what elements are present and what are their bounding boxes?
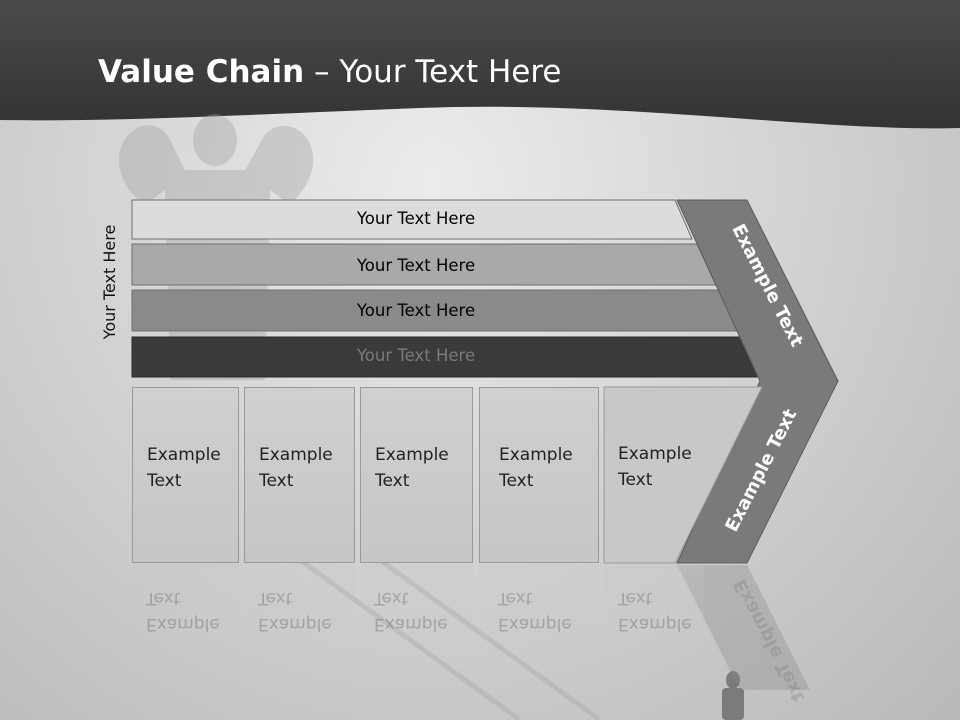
- box-2-refl-line1: Example: [258, 614, 332, 634]
- box-2-reflection: Example Text: [244, 565, 355, 675]
- box-3-reflection: Example Text: [360, 565, 473, 675]
- header-band: [0, 0, 960, 129]
- box-2-line1: Example: [259, 445, 333, 465]
- page-title: Value Chain – Your Text Here: [98, 54, 561, 90]
- box-5-line1: Example: [618, 444, 692, 464]
- box-2-refl-line2: Text: [258, 588, 293, 608]
- box-3-line2: Text: [375, 471, 410, 491]
- box-1-reflection: Example Text: [132, 565, 239, 675]
- bar-1-label: Your Text Here: [356, 209, 476, 228]
- box-4-line1: Example: [499, 445, 573, 465]
- bar-1-shape: [131, 199, 693, 240]
- bar-4-label: Your Text Here: [356, 346, 476, 365]
- box-4-refl-line1: Example: [498, 614, 572, 634]
- box-2-line2: Text: [259, 471, 294, 491]
- box-1-refl-line2: Text: [146, 588, 181, 608]
- box-4-line2: Text: [499, 471, 534, 491]
- box-5-refl-line2: Text: [618, 588, 653, 608]
- bar-2-label: Your Text Here: [356, 256, 476, 275]
- box-5-refl-line1: Example: [618, 614, 692, 634]
- box-4-reflection: Example Text: [479, 565, 599, 675]
- box-4-refl-line2: Text: [498, 588, 533, 608]
- box-5-line2: Text: [618, 470, 653, 490]
- chevron-shape: [676, 199, 839, 564]
- box-3-refl-line2: Text: [374, 588, 409, 608]
- box-1-line2: Text: [147, 471, 182, 491]
- title-rest: – Your Text Here: [304, 54, 562, 90]
- last-box-shape: [603, 386, 763, 564]
- bar-3-label: Your Text Here: [356, 301, 476, 320]
- chevron-reflection: [677, 565, 810, 690]
- box-5-reflection: Example Text: [604, 565, 704, 675]
- box-3-refl-line1: Example: [374, 614, 448, 634]
- box-3-line1: Example: [375, 445, 449, 465]
- title-bold: Value Chain: [98, 54, 305, 90]
- box-1-refl-line1: Example: [146, 614, 220, 634]
- box-1-line1: Example: [147, 445, 221, 465]
